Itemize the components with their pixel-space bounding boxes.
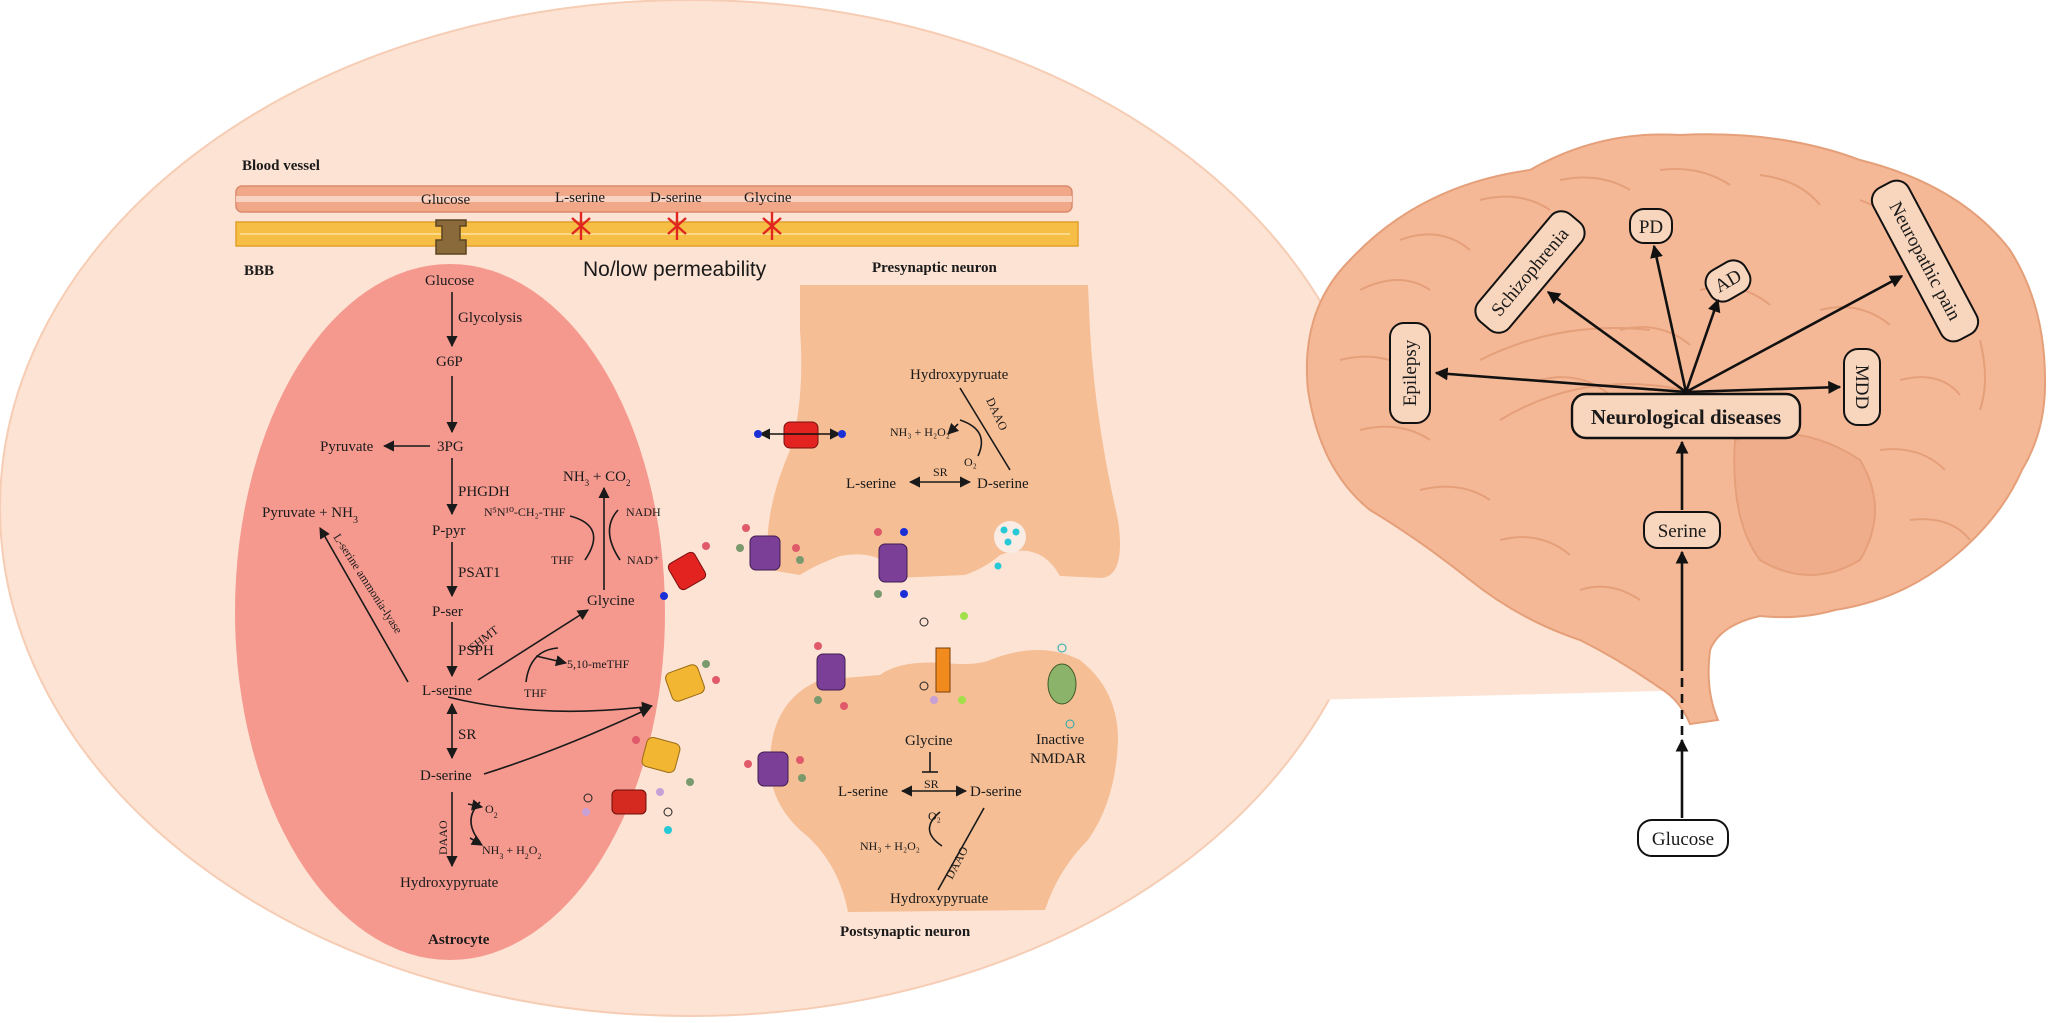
glucose-box: Glucose (1637, 819, 1729, 857)
astro-pyruvate: Pyruvate (320, 439, 374, 455)
astro-thf2: THF (551, 553, 574, 567)
pd-label: PD (1639, 217, 1663, 238)
blood-vessel (235, 185, 1079, 255)
astro-pyruvate-nh3: Pyruvate + NH3 (262, 505, 358, 526)
transporter-purple-icon (736, 524, 804, 571)
post-o2: O₂ (928, 809, 941, 823)
transporter-red-barrel-icon (582, 788, 673, 834)
presynaptic-title: Presynaptic neuron (872, 260, 998, 276)
inactive-nmdar-icon (1047, 643, 1077, 729)
post-hydroxypyruvate: Hydroxypyruate (890, 891, 989, 907)
post-nh3-h2o2: NH₃ + H₂O₂ (860, 839, 920, 853)
postsynaptic-title: Postsynaptic neuron (840, 924, 971, 940)
post-inactive: Inactive (1036, 732, 1085, 748)
post-lserine: L-serine (838, 784, 888, 800)
astro-dserine: D-serine (420, 768, 472, 784)
transporter-icons (582, 421, 1077, 834)
mdd-label: MDD (1851, 365, 1872, 409)
astro-lserine: L-serine (422, 683, 472, 699)
blocked-marks (571, 212, 782, 240)
molecule-glucose: Glucose (421, 192, 470, 208)
astrocyte-cell (235, 264, 665, 960)
astro-nad: NAD⁺ (627, 553, 659, 567)
astro-psat1: PSAT1 (458, 565, 501, 581)
astro-hydroxypyruvate: Hydroxypyruate (400, 875, 499, 891)
astro-3pg: 3PG (437, 439, 464, 455)
astro-glycine: Glycine (587, 593, 635, 609)
transporter-yellow-icon (665, 660, 720, 702)
neurological-diseases-box: Neurological diseases (1570, 392, 1802, 440)
permeability-label: No/low permeability (583, 258, 767, 281)
astro-glycolysis: Glycolysis (458, 310, 522, 326)
pre-o2: O₂ (964, 455, 977, 469)
astro-psph: PSPH (458, 643, 494, 659)
astro-nadh: NADH (626, 505, 661, 519)
post-sr: SR (924, 777, 939, 791)
astrocyte-pathway-arrows (319, 292, 654, 868)
disease-ad: AD (1704, 259, 1752, 303)
post-nmdar: NMDAR (1030, 751, 1086, 767)
transporter-purple3-icon (744, 751, 806, 787)
astro-g6p: G6P (436, 354, 463, 370)
post-glycine: Glycine (905, 733, 953, 749)
astro-methf: 5,10-meTHF (567, 657, 630, 671)
pre-lserine: L-serine (846, 476, 896, 492)
astro-phgdh: PHGDH (458, 484, 510, 500)
neurological-diseases-label: Neurological diseases (1591, 405, 1781, 429)
transporter-yellow2-icon (632, 736, 694, 786)
astro-nh3-co2: NH3 + CO2 (563, 469, 630, 488)
presynaptic-arrows (908, 387, 1011, 488)
transporter-purple2-icon (874, 528, 908, 598)
presynaptic-neuron (767, 285, 1120, 578)
blood-vessel-title: Blood vessel (242, 158, 320, 174)
molecule-lserine: L-serine (555, 190, 605, 206)
transporter-red-icon (754, 421, 846, 449)
serine-box: Serine (1643, 511, 1721, 549)
astro-daao: DAAO (436, 820, 450, 855)
vesicle-icon (994, 521, 1026, 570)
transporter-red2-icon (660, 542, 710, 600)
astro-thf: THF (524, 686, 547, 700)
astro-glucose: Glucose (425, 273, 474, 289)
astro-sr: SR (458, 727, 476, 743)
astro-pser: P-ser (432, 604, 463, 620)
disease-mdd: MDD (1843, 348, 1881, 426)
astro-ppyr: P-pyr (432, 523, 465, 539)
molecule-dserine: D-serine (650, 190, 702, 206)
pre-nh3-h2o2: NH₃ + H₂O₂ (890, 425, 950, 439)
glucose-transporter (435, 219, 467, 255)
transporter-purple4-icon (814, 642, 848, 710)
pre-sr: SR (933, 465, 948, 479)
molecule-glycine: Glycine (744, 190, 792, 206)
post-dserine: D-serine (970, 784, 1022, 800)
astro-n5n10: N⁵N¹⁰-CH₂-THF (484, 505, 566, 519)
disease-pd: PD (1629, 208, 1673, 244)
glucose-label: Glucose (1652, 829, 1714, 850)
postsynaptic-arrows (900, 752, 985, 891)
pre-hydroxypyruvate: Hydroxypyruate (910, 367, 1009, 383)
brain-arrows (1434, 244, 1904, 818)
disease-epilepsy: Epilepsy (1389, 322, 1431, 424)
serine-label: Serine (1658, 521, 1707, 542)
postsynaptic-neuron (769, 650, 1118, 912)
nmda-receptor-icon (919, 612, 968, 704)
astro-o2: O2 (485, 802, 498, 820)
astrocyte-title: Astrocyte (428, 932, 490, 948)
pre-dserine: D-serine (977, 476, 1029, 492)
bbb-label: BBB (244, 263, 274, 279)
epilepsy-label: Epilepsy (1400, 339, 1421, 406)
